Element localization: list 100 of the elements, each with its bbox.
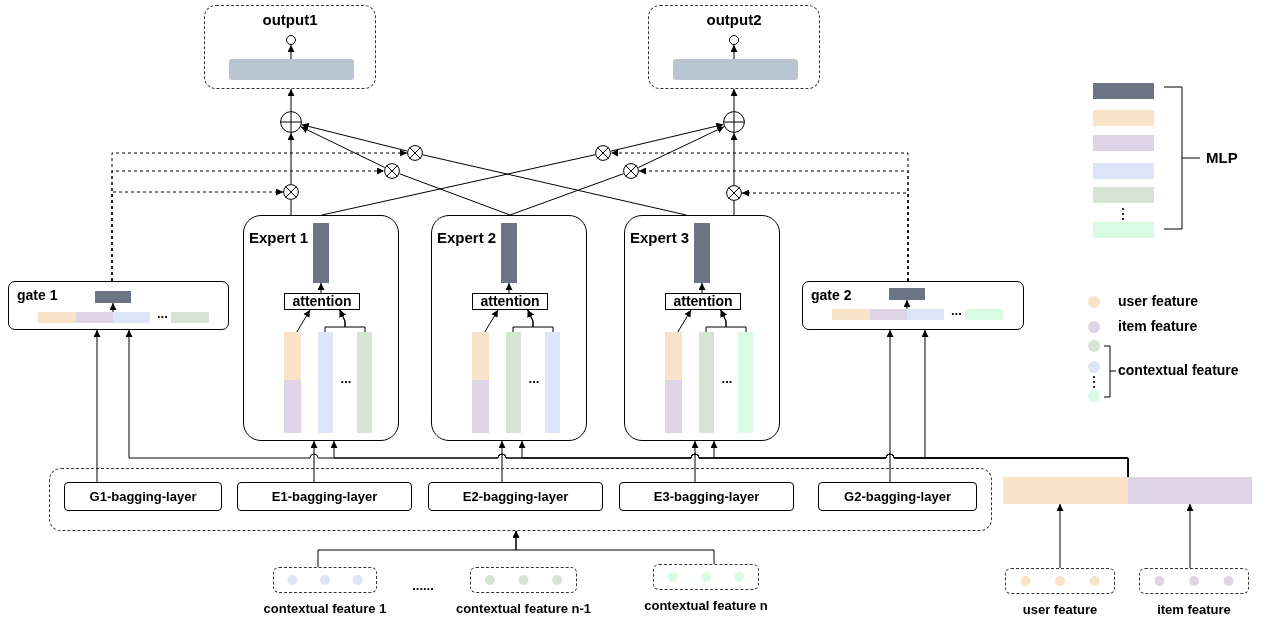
arrow [677,309,692,333]
feature-strip [38,312,209,323]
feature-caption: contextual feature n [644,599,768,614]
arrow [287,88,295,112]
arrow [498,440,506,483]
arrow [505,282,513,294]
connector-line [422,154,687,216]
arrow [1056,503,1064,569]
expert-output-bar [694,223,710,283]
feature-column [318,332,333,433]
arrow [339,309,366,333]
connector-line [509,173,624,216]
layer-label: E3-bagging-layer [653,489,760,504]
feature-column [738,332,753,433]
arrow [921,329,1129,478]
feature-strip [832,309,1003,320]
bagging-layer-box [64,482,222,511]
output-box [648,5,820,89]
arrow [310,440,318,483]
multiply-operator-circle [623,163,639,179]
expert-box [431,215,587,441]
label-text: MLP [1206,149,1238,167]
ellipsis-text: ... [157,307,168,322]
feature-dots-box [1005,568,1115,594]
output-node-circle [729,35,739,45]
sum-operator-circle [723,111,745,133]
attention-box [472,293,548,310]
layer-label: E1-bagging-layer [271,489,378,504]
multiply-operator-circle [384,163,400,179]
layer-label: E2-bagging-layer [462,489,569,504]
output-node-circle [286,35,296,45]
feature-column [357,332,372,433]
gate-output-bar [95,291,131,303]
feature-column [545,332,560,433]
output-vector-bar [673,59,798,80]
attention-box [284,293,360,310]
bagging-layer-box [619,482,794,511]
arrow [730,88,738,112]
arrow [512,530,715,565]
feature-column [506,332,521,433]
feature-input-strip [1003,477,1252,504]
arrow [317,282,325,294]
arrow [296,309,311,333]
feature-caption: user feature [1022,603,1098,618]
multiply-operator-circle [283,184,299,200]
ellipsis-text: ...... [412,578,434,594]
sum-operator-circle [280,111,302,133]
output-title: output1 [262,12,318,29]
connector-line [399,173,511,216]
arrow [301,122,408,152]
legend-label: user feature [1118,294,1199,310]
expert-title: Expert 2 [437,230,497,247]
layer-label: G2-bagging-layer [844,489,951,504]
multiply-operator-circle [407,145,423,161]
bagging-container [49,468,992,531]
gate-output-bar [889,288,925,300]
expert-output-bar [313,223,329,283]
arrow [886,329,894,483]
feature-dots-box [273,567,377,593]
arrow [1186,503,1194,569]
output-title: output2 [706,12,762,29]
arrow [698,282,706,294]
arrow [730,132,738,186]
ellipsis-text: ... [528,371,540,387]
feature-column [284,332,301,433]
expert-output-bar [501,223,517,283]
attention-label: attention [673,293,733,310]
feature-caption: item feature [1157,603,1231,618]
gate-title: gate 2 [811,288,852,304]
legend-label: contextual feature [1118,363,1239,379]
gate-title: gate 1 [17,288,58,304]
ellipsis-text: ... [340,371,352,387]
bagging-layer-box [818,482,977,511]
feature-caption: contextual feature n-1 [455,602,592,617]
arrow [691,440,699,483]
arrow [484,309,499,333]
feature-column [699,332,714,433]
feature-column [665,332,682,433]
feature-column [472,332,489,433]
dashed-arrow [111,188,284,282]
arrow [527,309,554,333]
expert-title: Expert 3 [630,230,690,247]
connector-line [321,154,596,216]
arrow [903,299,911,310]
attention-box [665,293,741,310]
arrow [637,126,725,169]
dashed-arrow [741,189,909,282]
attention-label: attention [292,293,352,310]
layer-label: G1-bagging-layer [89,489,197,504]
feature-caption: contextual feature 1 [263,602,387,617]
arrow [720,309,747,333]
bagging-layer-box [237,482,412,511]
feature-dots-box [653,564,759,590]
ellipsis-text: ... [951,304,962,319]
multiply-operator-circle [595,145,611,161]
gate-box [8,281,229,330]
ellipsis-text: ... [721,371,733,387]
multiply-operator-circle [726,185,742,201]
arrow [93,329,101,483]
output-vector-bar [229,59,354,80]
